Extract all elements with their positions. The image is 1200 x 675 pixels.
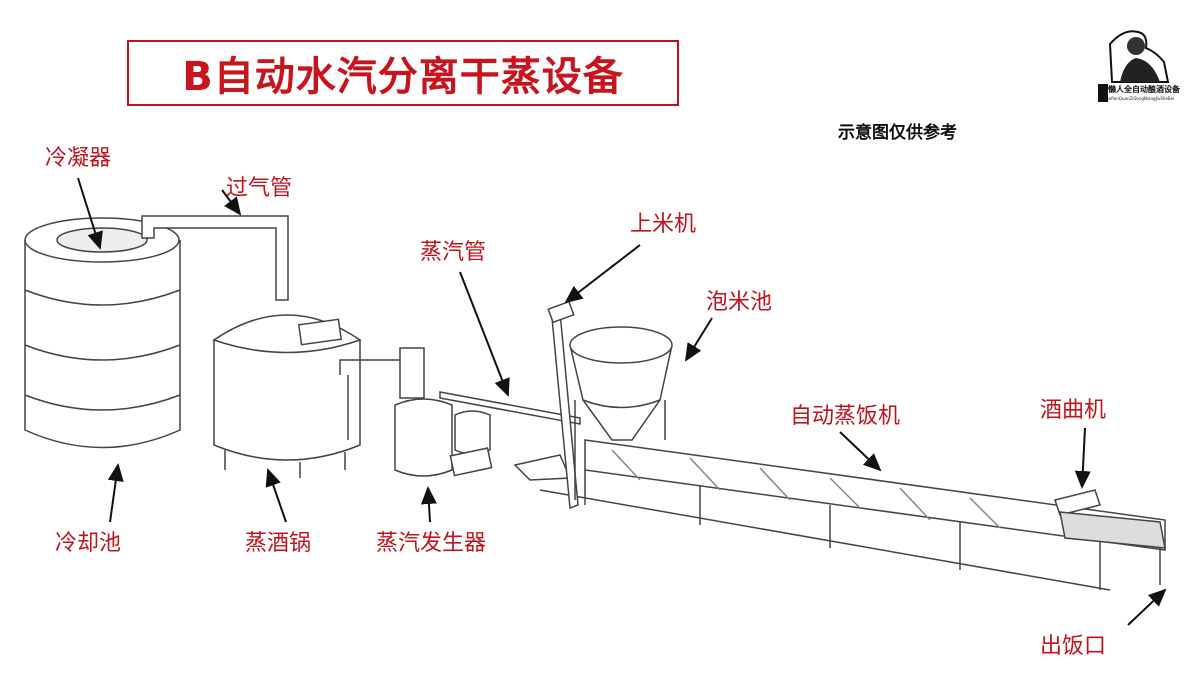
label-rice-outlet: 出饭口 [1040,634,1107,659]
label-steam-generator: 蒸汽发生器 [376,531,487,556]
logo-brand-text: 懒人全自动酿酒设备 [1108,85,1180,94]
label-rice-elevator: 上米机 [630,212,697,237]
page-title: B自动水汽分离干蒸设备 [182,54,624,100]
steam-pipe-drawing [439,391,581,425]
brand-logo [1098,30,1170,102]
label-vapor-pipe: 过气管 [226,176,293,201]
cooling-tank-drawing [24,217,181,449]
label-cooling-tank: 冷却池 [55,531,122,556]
distilling-pot-drawing [212,314,362,478]
auto-rice-steamer-drawing [513,439,1166,591]
soaking-tank-drawing [569,326,673,500]
title-box: B自动水汽分离干蒸设备 [127,40,679,106]
disclaimer-note: 示意图仅供参考 [838,123,957,143]
label-arrows [77,177,1167,626]
label-soaking-tank: 泡米池 [706,290,773,315]
logo-pinyin-text: LanRenQuanZiDongNiangJiuSheBei [1104,96,1175,101]
label-distilling-pot: 蒸酒锅 [245,531,312,556]
label-auto-rice-steamer: 自动蒸饭机 [790,404,901,429]
vapor-pipe-drawing [141,215,289,301]
yeast-machine-drawing [1054,489,1166,549]
label-condenser: 冷凝器 [45,146,112,171]
label-steam-pipe: 蒸汽管 [420,240,487,265]
label-yeast-machine: 酒曲机 [1040,398,1107,423]
steam-generator-drawing [394,347,493,477]
